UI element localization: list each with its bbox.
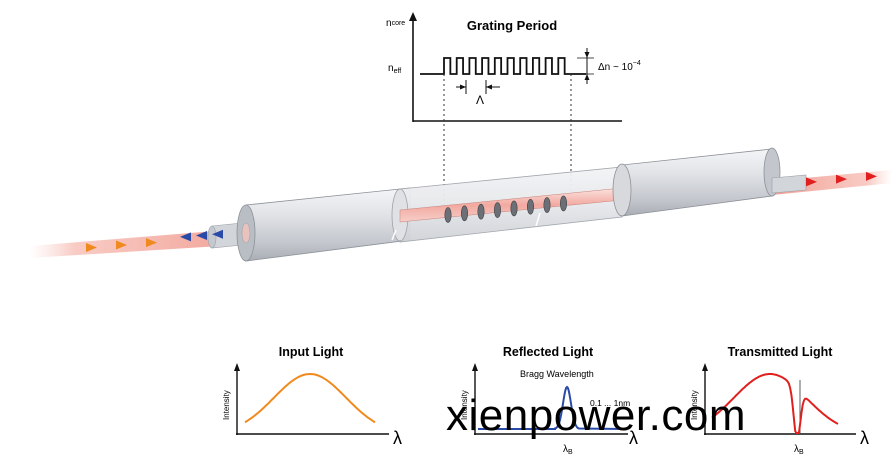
input-arrow: [86, 242, 97, 252]
reflected-light-arrows: [180, 229, 223, 242]
left-ferrule-end: [207, 225, 217, 249]
grating-period-plot: Grating Period ncore neff Λ Δn ~ 10−4: [386, 12, 641, 210]
grating-ring: [460, 205, 468, 222]
grating-ring: [444, 207, 452, 223]
reflected-lambda-b: λB: [563, 444, 573, 456]
grating-title: Grating Period: [467, 18, 557, 33]
reflected-y-arrow: [472, 363, 478, 371]
grating-square-wave: [420, 57, 586, 75]
transmitted-arrow: [836, 174, 847, 184]
n-core-label: ncore: [386, 18, 405, 29]
reflected-arrow: [212, 229, 223, 239]
reflected-arrow: [196, 231, 207, 241]
transmitted-lambda-b: λB: [794, 444, 804, 456]
left-sleeve: [236, 187, 411, 262]
input-xlabel: λ: [393, 428, 402, 448]
reflected-arrow: [180, 232, 191, 242]
transmitted-plot-title: Transmitted Light: [728, 345, 834, 359]
grating-ring: [510, 200, 518, 217]
transmitted-arrow: [866, 171, 877, 181]
input-light-arrows: [86, 238, 157, 252]
grating-y-arrow: [409, 12, 417, 21]
bandwidth-label: 0.1 ... 1nm: [590, 398, 630, 408]
reflected-light-plot: Reflected Light Intensity λ Bragg Wavele…: [460, 345, 638, 456]
transmitted-xlabel: λ: [860, 428, 869, 448]
grating-rings: [444, 195, 567, 223]
transmitted-arrow: [806, 177, 817, 187]
period-marker: Λ: [456, 80, 500, 107]
fiber-assembly: [30, 147, 892, 262]
input-spectrum-curve: [244, 372, 376, 424]
reflected-spectrum-curve: [478, 385, 626, 430]
grating-ring: [559, 195, 567, 212]
input-arrow: [146, 238, 157, 248]
input-y-arrow: [234, 363, 240, 371]
right-ferrule: [771, 174, 807, 194]
transmitted-y-arrow: [702, 363, 708, 371]
input-plot-title: Input Light: [279, 345, 344, 359]
right-sleeve: [612, 147, 781, 217]
grating-ring: [493, 202, 501, 218]
grating-ring: [526, 198, 534, 215]
transmitted-spectrum-curve: [711, 373, 839, 434]
reflected-ylabel: Intensity: [460, 390, 469, 420]
transmitted-light-arrows: [806, 171, 877, 187]
input-ylabel: Intensity: [222, 390, 231, 420]
delta-n-marker: Δn ~ 10−4: [577, 48, 641, 84]
input-arrow: [116, 240, 127, 250]
period-symbol: Λ: [476, 93, 484, 107]
reflected-xlabel: λ: [629, 428, 638, 448]
input-light-plot: Input Light Intensity λ: [222, 345, 402, 448]
grating-ring: [477, 203, 485, 220]
transmitted-ylabel: Intensity: [690, 390, 699, 420]
reflected-plot-title: Reflected Light: [503, 345, 594, 359]
n-eff-label: neff: [388, 63, 401, 75]
bragg-wavelength-label: Bragg Wavelength: [520, 369, 594, 379]
watermark-text: xienpower.com: [446, 391, 746, 440]
delta-n-label: Δn ~ 10−4: [598, 60, 641, 73]
grating-ring: [543, 197, 551, 213]
transmitted-light-plot: Transmitted Light Intensity λ λB: [690, 345, 869, 456]
